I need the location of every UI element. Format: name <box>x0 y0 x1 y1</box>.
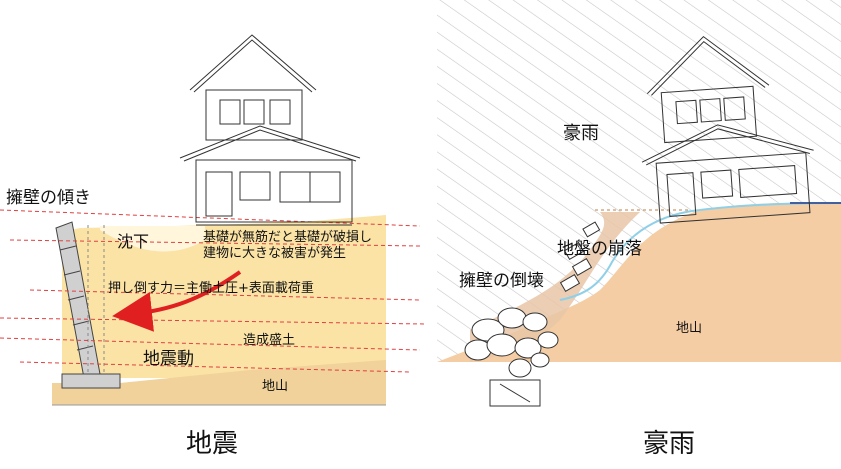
wall-tilt-label: 擁壁の傾き <box>6 188 91 208</box>
bedrock-right-label: 地山 <box>676 321 702 336</box>
landslide-label: 地盤の崩落 <box>557 239 642 259</box>
house-left <box>179 34 361 226</box>
bedrock-left-label: 地山 <box>262 379 288 394</box>
heavy-rain-panel: 豪雨 地盤の崩落 擁壁の倒壊 地山 豪雨 <box>437 0 841 459</box>
damage-label-line2: 建物に大きな被害が発生 <box>203 245 346 261</box>
subsidence-label: 沈下 <box>117 232 149 251</box>
earthquake-caption: 地震 <box>186 429 238 459</box>
retaining-wall-tilted <box>55 221 121 389</box>
push-force-label: 押し倒す力＝主働土圧+表面載荷重 <box>108 280 314 296</box>
ground-motion-label: 地震動 <box>143 349 194 369</box>
fill-label: 造成盛土 <box>243 333 295 348</box>
fill-soil-area <box>62 215 386 378</box>
wall-collapse-label: 擁壁の倒壊 <box>459 271 544 291</box>
house-right <box>641 35 814 224</box>
collapsed-wall-rubble <box>464 221 601 407</box>
bedrock-left <box>52 360 386 405</box>
seismic-dashed-lines <box>0 209 426 373</box>
earthquake-panel: 擁壁の傾き 沈下 基礎が無筋だと基礎が破損し 建物に大きな被害が発生 押し倒す力… <box>0 34 426 459</box>
push-force-arrow <box>112 270 242 332</box>
heavy-rain-label: 豪雨 <box>563 123 599 144</box>
damage-label-line1: 基礎が無筋だと基礎が破損し <box>203 229 372 245</box>
subsidence-zone <box>100 226 205 252</box>
heavy-rain-caption: 豪雨 <box>643 429 695 459</box>
